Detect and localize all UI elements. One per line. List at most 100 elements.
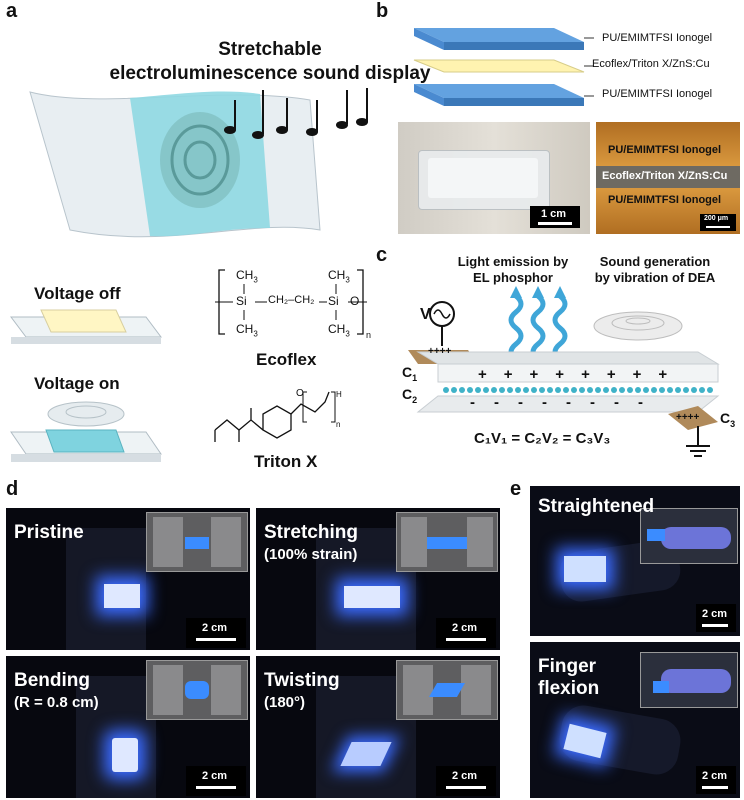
straightened-scale-box [696,604,736,632]
pristine-label: Pristine [14,522,84,543]
voltage-off-device [10,309,162,344]
xsec-scale-bar [706,226,730,228]
stretching-photo: Stretching (100% strain) 2 cm [256,508,500,650]
finger-flexion-label: Finger flexion [538,656,599,700]
triton-x-structure [214,391,336,442]
voltage-on-device [10,401,162,462]
photo-scale-bar [538,222,572,225]
light-line-2: EL phosphor [473,270,553,285]
ecoflex-label: Ecoflex [256,350,317,369]
cathode-plus-label: ++++ [676,412,700,423]
straightened-inset [640,508,738,564]
cross-section-micrograph: PU/EMIMTFSI Ionogel Ecoflex/Triton X/ZnS… [596,122,740,234]
straightened-photo: Straightened 2 cm [530,486,740,636]
layer-bot-label: PU/EMIMTFSI Ionogel [602,88,713,100]
triton-n: n [336,420,341,429]
title-line-1: Stretchable [218,39,322,60]
panel-label-e: e [510,478,522,500]
twisting-scale-box [436,766,496,796]
bending-scale-text: 2 cm [202,770,228,782]
twisting-scale-text: 2 cm [452,770,478,782]
xsec-scale-text: 200 μm [704,215,729,222]
photo-scale-text: 1 cm [541,208,567,220]
sound-generation-label: Sound generation by vibration of DEA [580,254,730,286]
pristine-scale-text: 2 cm [202,622,228,634]
bending-label: Bending [14,670,90,691]
capacitance-equation: C₁V₁ = C₂V₂ = C₃V₃ [474,430,611,447]
xsec-top-label: PU/EMIMTFSI Ionogel [608,144,722,156]
stretching-scale-box [436,618,496,648]
panel-label-d: d [6,478,19,500]
finger-flexion-inset [640,652,738,708]
ecoflex-ch3-top-right: CH3 [328,268,350,285]
triton-x-label: Triton X [254,452,318,471]
ecoflex-ch3-bottom-left: CH3 [236,322,258,339]
ecoflex-ch3-top-left: CH3 [236,268,258,285]
stretching-inset [396,512,498,572]
stretching-scale-bar [446,638,486,641]
stretching-sub: (100% strain) [264,546,358,563]
straightened-scale-text: 2 cm [702,608,728,620]
flexion-line-2: flexion [538,678,600,699]
pristine-photo: Pristine 2 cm [6,508,250,650]
mechanism-diagram [408,286,720,457]
bending-scale-bar [196,786,236,789]
twisting-label: Twisting [264,670,340,691]
light-wave-icons [508,294,568,362]
voltage-off-label: Voltage off [34,284,121,303]
device-photo: 1 cm [398,122,590,234]
twisting-photo: Twisting (180°) 2 cm [256,656,500,798]
twisting-scale-bar [446,786,486,789]
music-notes-icon [224,88,368,139]
pristine-inset [146,512,248,572]
panel-label-c: c [376,244,388,266]
c2-label: C2 [402,386,418,405]
stretching-label: Stretching [264,522,358,543]
twisting-inset [396,660,498,720]
title-line-2: electroluminescence sound display [109,63,431,84]
finger-flexion-photo: Finger flexion 2 cm [530,642,740,798]
stretchable-display-illustration [29,88,368,238]
speaker-dish-icon [593,311,683,341]
phosphor-particle-row [443,387,713,393]
pristine-scale-bar [196,638,236,641]
ecoflex-si-left: Si [236,294,247,308]
c1-label: C1 [402,364,418,383]
panel-label-b: b [376,0,389,22]
panel-label-a: a [6,0,18,22]
ecoflex-si-right: Si [328,294,339,308]
twisting-sub: (180°) [264,694,306,711]
bending-sub: (R = 0.8 cm) [14,694,99,711]
flexion-scale-text: 2 cm [702,770,728,782]
xsec-bot-label: PU/EMIMTFSI Ionogel [608,194,722,206]
voltage-v-label: V [420,306,431,323]
ecoflex-structure [215,269,367,335]
layer-mid-label: Ecoflex/Triton X/ZnS:Cu [592,58,710,70]
bending-photo: Bending (R = 0.8 cm) 2 cm [6,656,250,798]
flexion-scale-box [696,766,736,794]
triton-o: O [296,388,304,399]
light-line-1: Light emission by [457,254,569,269]
pristine-scale-box [186,618,246,648]
ecoflex-o: O [350,294,360,308]
sound-line-1: Sound generation [599,254,711,269]
straightened-scale-bar [702,624,728,627]
triton-h: H [336,390,342,399]
bending-inset [146,660,248,720]
ecoflex-n: n [366,330,372,340]
minus-charges: -------- [470,394,662,411]
bending-scale-box [186,766,246,796]
ecoflex-ch2ch2: CH₂–CH₂ [268,294,315,306]
flexion-line-1: Finger [538,656,597,677]
c3-label: C3 [720,410,736,429]
light-emission-label: Light emission by EL phosphor [446,254,580,286]
layer-top-label: PU/EMIMTFSI Ionogel [602,32,713,44]
sound-line-2: by vibration of DEA [594,270,716,285]
straightened-label: Straightened [538,496,655,517]
ecoflex-ch3-bottom-right: CH3 [328,322,350,339]
panel-a-title: Stretchable electroluminescence sound di… [90,38,450,86]
xsec-mid-label: Ecoflex/Triton X/ZnS:Cu [602,170,728,182]
anode-plus-label: ++++ [428,346,452,357]
layer-stack-illustration [413,28,594,106]
flexion-scale-bar [702,786,728,789]
